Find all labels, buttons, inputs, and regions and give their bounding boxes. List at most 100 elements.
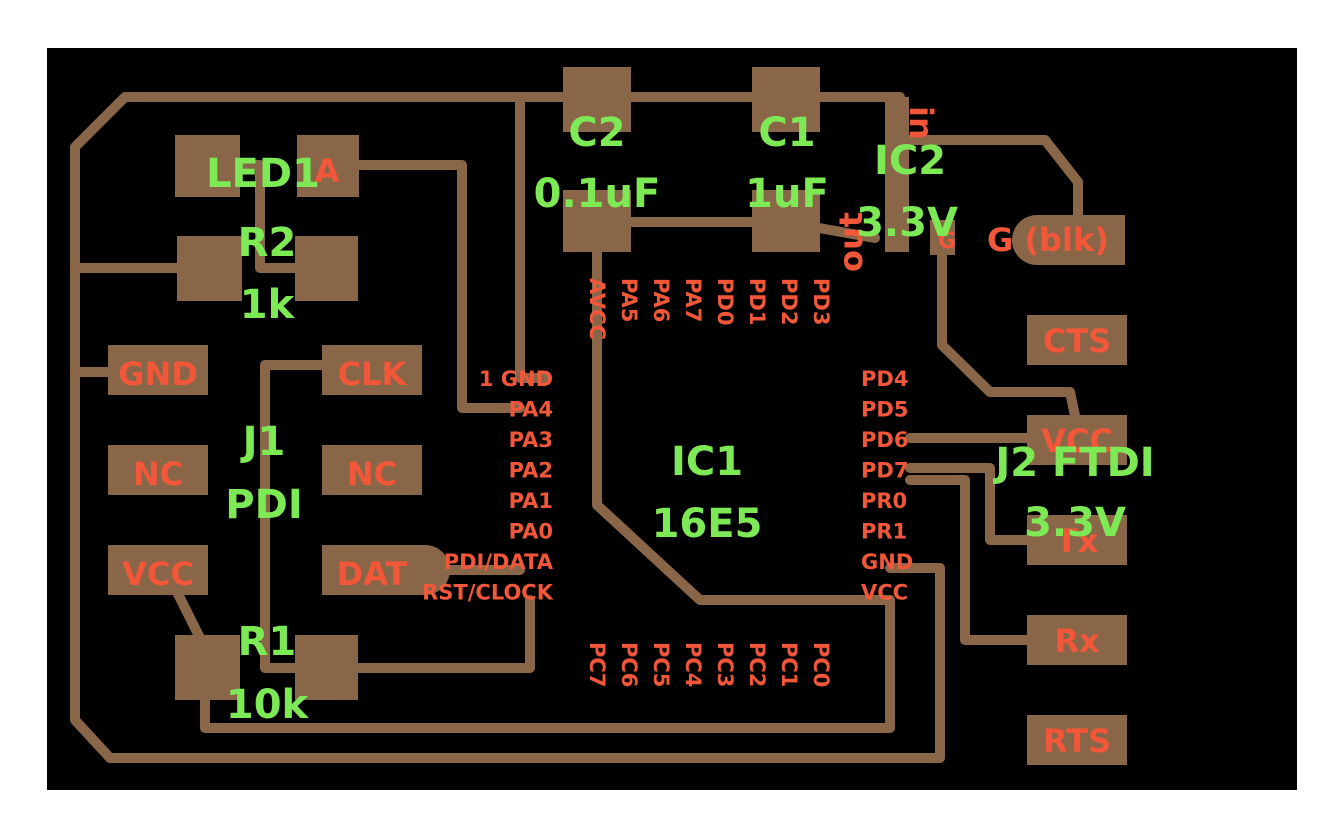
ic1-pin-left-5: PA0: [509, 520, 553, 544]
ic1-pin-top-1: PA5: [617, 278, 641, 322]
ic1-designator: IC1: [671, 439, 743, 485]
c1-value: 1uF: [745, 171, 829, 217]
ic1-pin-top-6: PD2: [777, 278, 801, 325]
trace-r1-reset: [325, 595, 535, 673]
trace-reg-g: [895, 135, 1083, 243]
ic1-pin-left-0: 1 GND: [479, 367, 553, 391]
c1-pad-1: [752, 67, 820, 132]
trace-pr-rx: [905, 475, 1080, 645]
ic1-pin-top-3: PA7: [681, 278, 705, 322]
ic1-pin-bottom-6: PC1: [777, 642, 801, 687]
ic1-pin-bottom-5: PC2: [745, 642, 769, 687]
j2-pad-rx: [1027, 615, 1127, 665]
ic1-pin-right-2: PD6: [861, 428, 908, 452]
j2-label-g: G (blk): [987, 221, 1109, 259]
j1-name: PDI: [225, 482, 302, 528]
trace-vcc-bus: [200, 595, 895, 733]
r1-value: 10k: [226, 682, 310, 728]
j1-label-dat: DAT: [337, 555, 408, 593]
ic1-pin-right-4: PR0: [861, 489, 907, 513]
ic2-pad-g: [930, 220, 955, 255]
ic2-label-in: in: [902, 106, 940, 140]
ic1-pin-bottom-7: PC0: [809, 642, 833, 687]
c2-pad-1: [563, 67, 631, 132]
j2-label-tx: Tx: [1056, 522, 1099, 560]
ic1-pin-bottom-2: PC5: [649, 642, 673, 687]
j1-label-nc-left: NC: [133, 455, 183, 493]
j2-designator: J2 FTDI: [992, 440, 1154, 486]
led1-label-a: A: [315, 152, 340, 190]
j2-label-cts: CTS: [1043, 322, 1111, 360]
c2-value: 0.1uF: [534, 171, 661, 217]
j2-pad-cts: [1027, 315, 1127, 365]
c2-designator: C2: [568, 110, 625, 156]
j2-pad-g: [1012, 215, 1125, 265]
j1-pad-dat-tab: [400, 545, 450, 595]
ic1-pins-top: AVCC PA5 PA6 PA7 PD0 PD1 PD2 PD3: [585, 278, 833, 340]
ic1-pin-top-7: PD3: [809, 278, 833, 325]
ic1-pin-left-6: PDI/DATA: [444, 550, 554, 574]
copper-pads: [108, 67, 1127, 765]
c1-pad-2: [752, 190, 820, 252]
trace-gnd-ring: [70, 92, 945, 763]
ic1-pin-left-3: PA2: [509, 459, 553, 483]
j1-label-clk: CLK: [338, 355, 408, 393]
ic1-pin-left-1: PA4: [509, 398, 553, 422]
j2-label-rts: RTS: [1043, 722, 1111, 760]
j1-label-gnd: GND: [118, 355, 198, 393]
j1-label-nc-right: NC: [347, 455, 397, 493]
j1-pad-vcc: [108, 545, 208, 595]
ic1-pin-right-7: VCC: [861, 581, 908, 605]
ic1-pin-top-0: AVCC: [585, 278, 609, 340]
r2-designator: R2: [238, 220, 297, 266]
ic1-pin-top-5: PD1: [745, 278, 769, 325]
ic2-designator: IC2: [874, 138, 946, 184]
c2-pad-2: [563, 190, 631, 252]
component-labels: LED1 R2 1k C2 0.1uF C1 1uF IC2 3.3V J1 P…: [206, 110, 1155, 728]
ic1-pin-bottom-4: PC3: [713, 642, 737, 687]
ic1-pin-left-4: PA1: [509, 489, 553, 513]
ic1-pin-top-2: PA6: [649, 278, 673, 322]
ic1-pin-right-3: PD7: [861, 459, 908, 483]
r2-value: 1k: [240, 282, 296, 328]
ic1-pin-left-2: PA3: [509, 428, 553, 452]
ic1-pin-top-4: PD0: [713, 278, 737, 325]
c1-designator: C1: [758, 110, 815, 156]
ic1-pin-bottom-3: PC4: [681, 642, 705, 687]
ic1-value: 16E5: [652, 501, 763, 547]
trace-gnd-ic: [515, 92, 550, 383]
j2-pad-rts: [1027, 715, 1127, 765]
r1-designator: R1: [238, 619, 297, 665]
led1-designator: LED1: [206, 151, 320, 197]
ic1-pin-right-1: PD5: [861, 398, 908, 422]
j2-pad-vcc: [1027, 415, 1127, 465]
j1-designator: J1: [240, 419, 286, 465]
ic1-pin-left-7: RST/CLOCK: [422, 581, 554, 605]
ic1-pin-bottom-0: PC7: [585, 642, 609, 687]
trace-led-pa4: [325, 160, 525, 413]
j2-pad-tx: [1027, 515, 1127, 565]
j2-voltage: 3.3V: [1024, 500, 1126, 546]
ic1-pins-bottom: PC7 PC6 PC5 PC4 PC3 PC2 PC1 PC0: [585, 642, 833, 687]
trace-avcc: [592, 220, 895, 605]
ic2-pad-in: [885, 97, 909, 252]
j2-label-rx: Rx: [1054, 622, 1100, 660]
led1-pad-k: [175, 135, 240, 197]
pad-labels: GND CLK NC NC VCC DAT G (blk) CTS VCC Tx…: [118, 106, 1113, 760]
trace-reg-vcc: [937, 233, 1083, 435]
r2-pad-1: [177, 236, 242, 301]
led1-pad-a: [297, 135, 359, 197]
j1-pad-clk: [322, 345, 422, 395]
j2-label-vcc: VCC: [1041, 422, 1113, 460]
r1-pad-2: [295, 635, 358, 700]
ic1-pin-right-0: PD4: [861, 367, 908, 391]
j1-label-vcc: VCC: [122, 555, 194, 593]
j1-pad-nc-right: [322, 445, 422, 495]
ic2-label-out: out: [832, 212, 870, 272]
ic1-pin-right-6: GND: [861, 550, 913, 574]
ic2-label-g: G: [938, 229, 956, 254]
ic1-pin-bottom-1: PC6: [617, 642, 641, 687]
